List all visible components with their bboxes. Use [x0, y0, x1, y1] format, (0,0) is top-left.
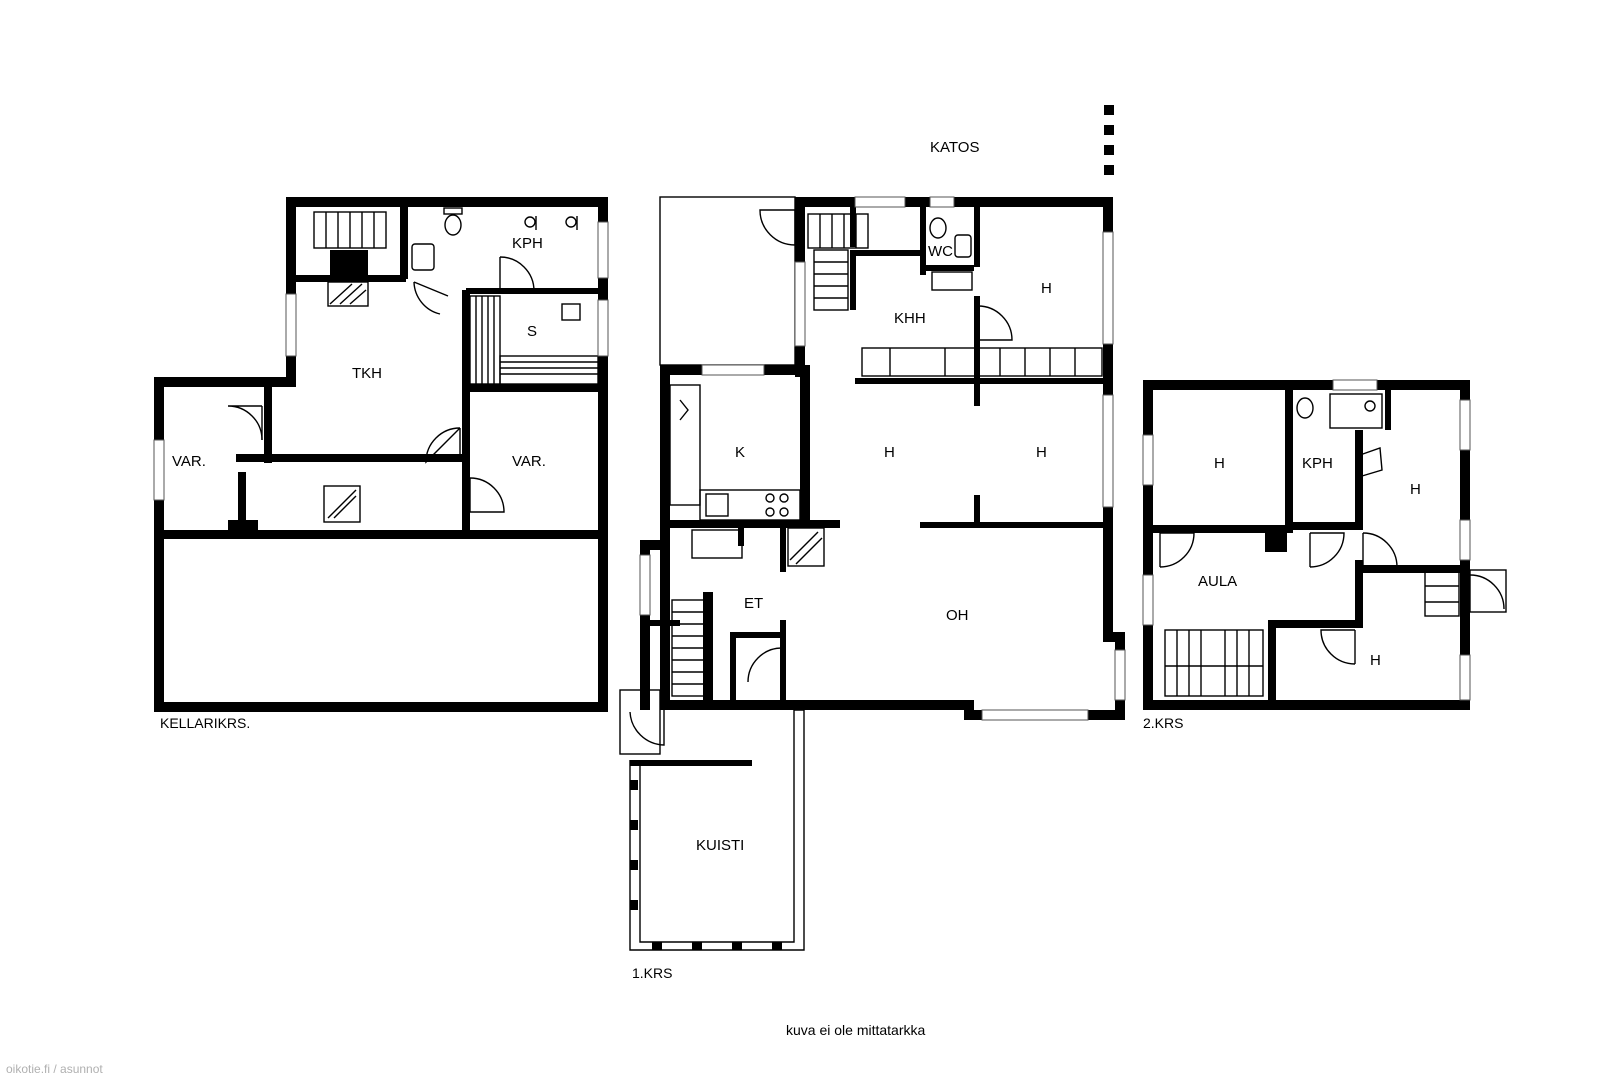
- porch: [629, 709, 805, 951]
- room-label-wc: WC: [928, 243, 953, 260]
- watermark: oikotie.fi / asunnot: [6, 1062, 103, 1076]
- room-label-var-left: VAR.: [172, 453, 206, 470]
- room-label-tkh: TKH: [352, 365, 382, 382]
- room-label-h-right: H: [1410, 481, 1421, 498]
- room-label-oh: OH: [946, 607, 969, 624]
- floor-label-second: 2.KRS: [1143, 715, 1183, 731]
- room-label-k: K: [735, 444, 745, 461]
- first-floor: KATOS: [619, 105, 1126, 981]
- floor-label-first: 1.KRS: [632, 965, 672, 981]
- room-label-h-left: H: [1214, 455, 1225, 472]
- room-label-var-right: VAR.: [512, 453, 546, 470]
- room-label-h-right: H: [1036, 444, 1047, 461]
- room-label-h-top-right: H: [1041, 280, 1052, 297]
- floor-label-basement: KELLARIKRS.: [160, 715, 250, 731]
- room-label-kph: KPH: [1302, 455, 1333, 472]
- room-label-kph: KPH: [512, 235, 543, 252]
- room-label-sauna: S: [527, 323, 537, 340]
- room-label-h-mid: H: [884, 444, 895, 461]
- room-label-khh: KHH: [894, 310, 926, 327]
- second-floor: H KPH H AULA H 2.KRS: [1142, 379, 1507, 731]
- disclaimer: kuva ei ole mittatarkka: [786, 1022, 925, 1038]
- room-label-kuisti: KUISTI: [696, 837, 744, 854]
- room-label-et: ET: [744, 595, 763, 612]
- room-label-aula: AULA: [1198, 573, 1237, 590]
- area-label-katos: KATOS: [930, 139, 979, 156]
- room-label-h-bottom: H: [1370, 652, 1381, 669]
- basement-floor: VAR. TKH KPH S VAR. KELLARIKRS.: [153, 197, 609, 731]
